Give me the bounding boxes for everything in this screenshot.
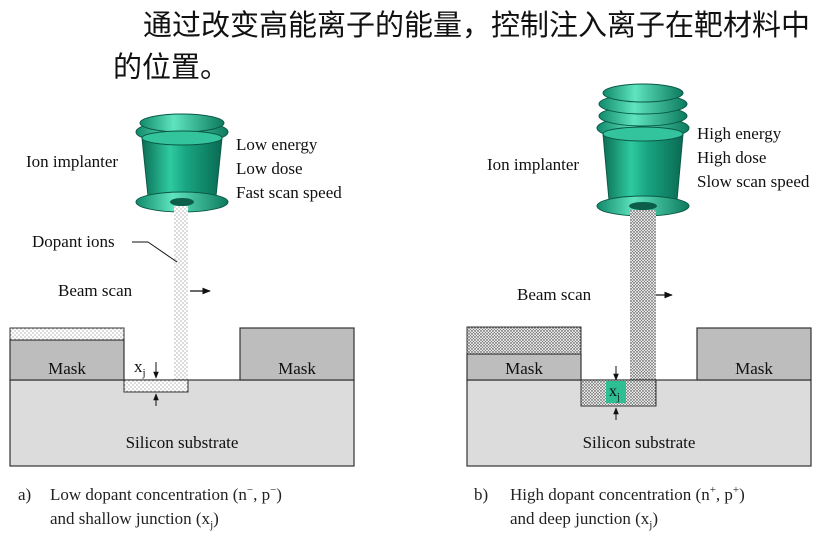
dopant-leader-d xyxy=(147,241,178,263)
mask-left-b xyxy=(466,353,582,381)
substrate-label-b: Silicon substrate xyxy=(583,433,696,452)
svg-text:and shallow junction (xj): and shallow junction (xj) xyxy=(50,509,219,531)
mask-left-label-b: Mask xyxy=(505,359,543,378)
panel-b: Ion implanter High energy High dose Slow… xyxy=(466,83,812,531)
mask-resist-a xyxy=(9,327,125,341)
junction-highlight-b xyxy=(606,381,626,403)
param-dose-b: High dose xyxy=(697,148,766,167)
caption-a: a) Low dopant concentration (n−, p−) and… xyxy=(18,484,282,531)
mask-right-b xyxy=(696,327,812,381)
mask-right-label-b: Mask xyxy=(735,359,773,378)
ion-implanter-a xyxy=(135,113,229,213)
beam-scan-label-b: Beam scan xyxy=(517,285,592,304)
slide-title: 通过改变高能离子的能量，控制注入离子在靶材料中的位置。 xyxy=(113,8,811,84)
mask-right-label-a: Mask xyxy=(278,359,316,378)
ion-beam-a xyxy=(174,206,188,380)
xj-label-a: x xyxy=(134,357,143,376)
substrate-label-a: Silicon substrate xyxy=(126,433,239,452)
svg-text:Low dopant concentration (n−,: Low dopant concentration (n−, p−) xyxy=(50,484,282,504)
param-scan-a: Fast scan speed xyxy=(236,183,342,202)
param-dose-a: Low dose xyxy=(236,159,303,178)
ion-implanter-label-a: Ion implanter xyxy=(26,152,118,171)
mask-right-a xyxy=(239,327,355,381)
param-energy-a: Low energy xyxy=(236,135,318,154)
svg-text:and deep junction (xj): and deep junction (xj) xyxy=(510,509,658,531)
ion-implanter-b xyxy=(596,83,690,217)
svg-text:xj: xj xyxy=(134,357,146,379)
panel-a: Ion implanter Low energy Low dose Fast s… xyxy=(9,113,355,531)
xj-sub-b: j xyxy=(616,392,620,403)
mask-left-label-a: Mask xyxy=(48,359,86,378)
caption-b: b) High dopant concentration (n+, p+) an… xyxy=(474,484,745,531)
xj-label-b: x xyxy=(609,383,617,400)
ion-implanter-label-b: Ion implanter xyxy=(487,155,579,174)
caption-marker-b: b) xyxy=(474,485,488,504)
silicon-substrate-a xyxy=(9,379,355,467)
ion-beam-b xyxy=(630,210,656,380)
caption-marker-a: a) xyxy=(18,485,31,504)
mask-left-a xyxy=(9,339,125,381)
junction-depth-marker-b: xj xyxy=(609,366,620,420)
svg-text:xj: xj xyxy=(609,383,620,403)
param-energy-b: High energy xyxy=(697,124,782,143)
junction-depth-marker-a: xj xyxy=(134,357,159,406)
xj-sub-a: j xyxy=(142,367,146,379)
svg-text:High dopant concentration (n+,: High dopant concentration (n+, p+) xyxy=(510,484,745,504)
param-scan-b: Slow scan speed xyxy=(697,172,810,191)
beam-scan-label-a: Beam scan xyxy=(58,281,133,300)
dopant-ions-label: Dopant ions xyxy=(32,232,115,251)
implanted-region-a xyxy=(123,379,189,393)
mask-resist-b xyxy=(466,326,582,355)
